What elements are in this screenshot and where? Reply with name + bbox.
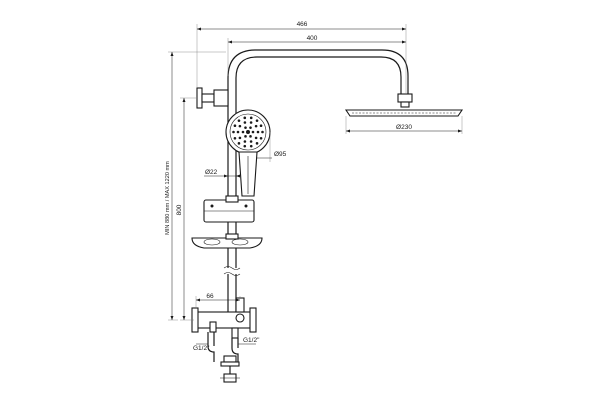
nozzle-dot: [243, 121, 247, 124]
nozzle-dot: [238, 124, 242, 128]
dim-label-rail-height: 800: [176, 204, 183, 215]
nozzle-dot: [259, 136, 263, 140]
nozzle-dot: [261, 130, 264, 134]
nozzle-dot: [243, 140, 247, 143]
hand-shower-slider: [203, 195, 255, 223]
nozzle-dot: [237, 142, 241, 145]
dimension-height-range: MIN 880 mm / MAX 1220 mm: [165, 51, 226, 321]
nozzle-dot: [243, 144, 247, 148]
shower-shelf: [191, 233, 263, 249]
dimension-mixer-offset: 66: [195, 293, 241, 308]
nozzle-dot: [249, 144, 253, 148]
dimension-head-diameter: Ø230: [345, 116, 463, 134]
dim-label-arm-length: 400: [307, 35, 318, 42]
nozzle-dot: [241, 130, 245, 134]
shower-head: [344, 93, 464, 117]
dimension-overall-reach: 466: [196, 21, 407, 94]
wall-bracket: [196, 87, 229, 109]
label-inlet-left: G1/2": [193, 345, 210, 352]
dim-label-head-diameter: Ø230: [396, 124, 412, 131]
overhead-arm: [227, 49, 409, 94]
inlet-labels: G1/2" G1/2": [193, 337, 260, 352]
nozzle-dot: [249, 140, 253, 143]
nozzle-dot: [249, 126, 252, 129]
nozzle-dot: [237, 119, 241, 122]
nozzle-dot: [249, 135, 252, 138]
nozzle-dot: [244, 135, 247, 138]
nozzle-dot: [236, 130, 240, 134]
nozzle-dot: [238, 136, 242, 140]
hand-shower: [225, 109, 271, 197]
nozzle-dot: [249, 116, 253, 120]
dim-label-overall-reach: 466: [297, 21, 308, 28]
nozzle-dot: [244, 126, 247, 129]
nozzle-dot: [232, 130, 235, 134]
dimension-arm-length: 400: [227, 35, 406, 76]
nozzle-dot: [233, 136, 237, 140]
nozzle-dot: [256, 130, 260, 134]
nozzle-dot: [255, 119, 259, 122]
dimension-rail-diameter: Ø22: [204, 169, 240, 178]
dim-label-handshower-diameter: Ø95: [274, 151, 287, 158]
dimension-handshower-diameter: Ø95: [256, 132, 287, 162]
wall-connectors: [207, 332, 240, 383]
dim-label-rail-diameter: Ø22: [205, 169, 218, 176]
label-inlet-right: G1/2": [243, 337, 260, 344]
nozzle-dot: [249, 121, 253, 124]
nozzle-dot: [243, 116, 247, 120]
vertical-rail: [223, 88, 241, 312]
dimension-rail-height: 800: [176, 97, 196, 321]
nozzle-dot: [254, 124, 258, 128]
nozzle-dot: [255, 142, 259, 145]
dim-label-height-range: MIN 880 mm / MAX 1220 mm: [165, 161, 171, 235]
nozzle-dot: [246, 130, 250, 134]
nozzle-dot: [251, 130, 255, 134]
nozzle-dot: [259, 124, 263, 128]
nozzle-dot: [233, 124, 237, 128]
dim-label-mixer-offset: 66: [206, 293, 214, 300]
nozzle-dot: [254, 136, 258, 140]
mixer-valve: [191, 297, 257, 339]
